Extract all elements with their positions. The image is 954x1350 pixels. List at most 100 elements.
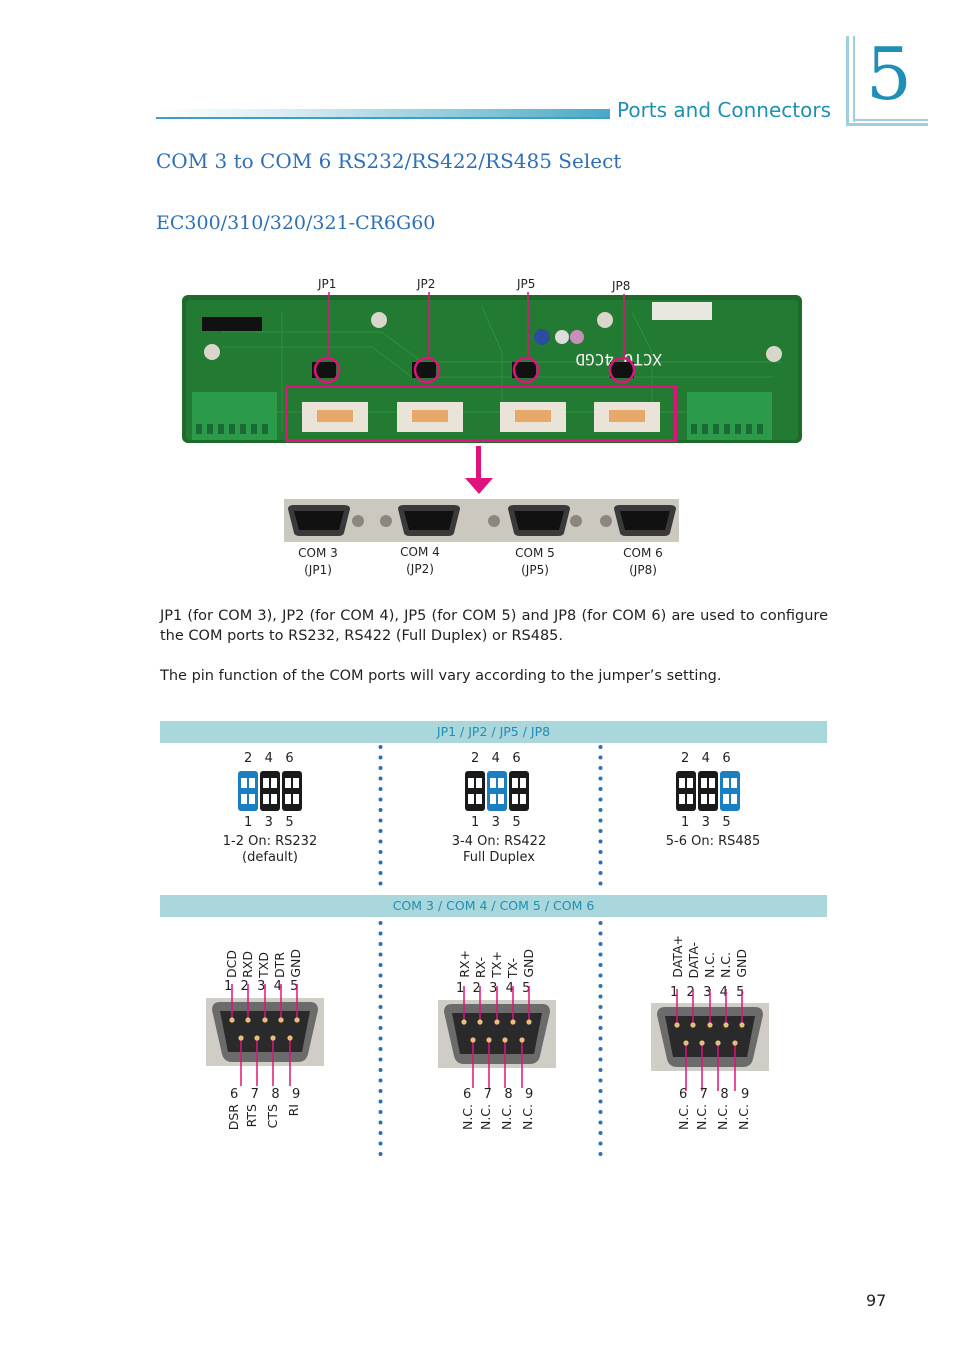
divider-dot bbox=[598, 839, 603, 844]
divider-dot bbox=[378, 881, 383, 886]
db9-connector bbox=[206, 984, 324, 1086]
pin-label: N.C. bbox=[715, 1104, 730, 1131]
pin-label: GND bbox=[288, 949, 303, 978]
top-pin-numbers: 2 4 6 bbox=[471, 751, 521, 766]
divider-dot bbox=[378, 1152, 383, 1156]
pin-label: N.C. bbox=[499, 1104, 514, 1131]
divider-dot bbox=[598, 1015, 603, 1020]
divider-dot bbox=[598, 881, 603, 886]
divider-dot bbox=[378, 808, 383, 812]
divider-dot bbox=[378, 984, 383, 988]
divider-dot bbox=[378, 818, 383, 823]
pin-hole bbox=[498, 794, 504, 804]
db9-connector bbox=[438, 986, 556, 1088]
pin bbox=[739, 1022, 745, 1028]
divider-dot bbox=[378, 931, 383, 936]
pin-label: RX- bbox=[473, 956, 488, 978]
db9-top-numbers: 1 2 3 4 5 bbox=[224, 979, 299, 994]
chapter-frame bbox=[846, 36, 928, 126]
setting-line2: (default) bbox=[242, 850, 298, 865]
pin-label: DTR bbox=[272, 952, 287, 978]
pin-hole bbox=[520, 794, 526, 804]
divider-dot bbox=[598, 942, 603, 946]
pin bbox=[519, 1037, 525, 1043]
pin-hole bbox=[293, 794, 299, 804]
divider-dot bbox=[598, 1036, 603, 1041]
divider-dot bbox=[378, 860, 383, 865]
divider-dot bbox=[598, 745, 603, 749]
pin bbox=[245, 1017, 251, 1023]
pin bbox=[510, 1019, 516, 1025]
divider-dot bbox=[598, 860, 603, 865]
down-arrow-icon bbox=[465, 478, 493, 494]
chapter-frame-inner-h bbox=[853, 119, 928, 121]
com-jumper: (JP2) bbox=[406, 562, 434, 576]
pin-label: GND bbox=[521, 949, 536, 978]
divider-dot bbox=[598, 1141, 603, 1146]
divider-dot bbox=[378, 973, 383, 978]
divider-dots-2 bbox=[598, 745, 603, 886]
divider-dot bbox=[598, 1110, 603, 1114]
divider-dot bbox=[378, 1120, 383, 1125]
pin-hole bbox=[731, 794, 737, 804]
divider-dot bbox=[598, 818, 603, 823]
divider-dot bbox=[598, 994, 603, 999]
divider-dot bbox=[378, 994, 383, 999]
pin bbox=[715, 1040, 721, 1046]
chapter-number: 5 bbox=[866, 32, 912, 116]
divider-dot bbox=[598, 931, 603, 936]
pin-label: TXD bbox=[256, 952, 271, 978]
section-title: Ports and Connectors bbox=[617, 98, 831, 122]
jumper-cap-on bbox=[720, 771, 740, 811]
pin-label: N.C. bbox=[520, 1104, 535, 1131]
pin bbox=[683, 1040, 689, 1046]
label-jp5: JP5 bbox=[517, 277, 536, 291]
pin-label: N.C. bbox=[694, 1104, 709, 1131]
model-title: EC300/310/320/321-CR6G60 bbox=[156, 212, 436, 234]
divider-dot bbox=[378, 1089, 383, 1093]
db9-connector bbox=[651, 989, 769, 1091]
connector-face bbox=[452, 1013, 542, 1054]
com-label-3: COM 5 (JP5) bbox=[503, 545, 567, 579]
pin-hole bbox=[701, 794, 707, 804]
jumper-cap-on bbox=[238, 771, 258, 811]
divider-dot bbox=[598, 766, 603, 770]
divider-dot bbox=[598, 1047, 603, 1051]
pin-hole bbox=[241, 778, 247, 788]
com-label-2: COM 4 (JP2) bbox=[388, 544, 452, 578]
header-rule bbox=[156, 117, 610, 119]
com-name: COM 5 bbox=[515, 546, 555, 560]
divider-dot bbox=[378, 839, 383, 844]
bottom-pin-numbers: 1 3 5 bbox=[681, 815, 731, 830]
chapter-frame-inner-v bbox=[853, 36, 855, 122]
pin bbox=[287, 1035, 293, 1041]
divider-dots-1 bbox=[378, 745, 383, 886]
header-gradient-bar bbox=[156, 109, 610, 119]
divider-dot bbox=[378, 1005, 383, 1009]
bottom-pin-numbers: 1 3 5 bbox=[471, 815, 521, 830]
divider-dot bbox=[598, 776, 603, 781]
pin-hole bbox=[723, 778, 729, 788]
pin bbox=[732, 1040, 738, 1046]
com-label-1: COM 3 (JP1) bbox=[286, 545, 350, 579]
top-pin-numbers: 2 4 6 bbox=[681, 751, 731, 766]
db9-bottom-numbers: 6 7 8 9 bbox=[230, 1087, 301, 1102]
pin-hole bbox=[249, 778, 255, 788]
divider-dot bbox=[598, 963, 603, 967]
db9-bottom-labels: N.C. N.C. N.C. N.C. bbox=[458, 1104, 548, 1144]
com-table-header: COM 3 / COM 4 / COM 5 / COM 6 bbox=[160, 895, 827, 917]
jumper-setting-caption: 1-2 On: RS232 (default) bbox=[200, 834, 340, 866]
db9-bottom-numbers: 6 7 8 9 bbox=[679, 1087, 750, 1102]
pin-hole bbox=[701, 778, 707, 788]
com-ports-photo bbox=[284, 499, 679, 542]
pin-hole bbox=[512, 794, 518, 804]
divider-dot bbox=[598, 797, 603, 802]
divider-dot bbox=[378, 952, 383, 957]
divider-dot bbox=[598, 1068, 603, 1072]
pin-label: N.C. bbox=[478, 1104, 493, 1131]
pin-label: CTS bbox=[265, 1104, 280, 1129]
db9-top-labels: RX+ RX- TX+ TX- GND bbox=[455, 940, 545, 978]
divider-dot bbox=[378, 1026, 383, 1030]
pin bbox=[294, 1017, 300, 1023]
divider-dot bbox=[598, 871, 603, 875]
